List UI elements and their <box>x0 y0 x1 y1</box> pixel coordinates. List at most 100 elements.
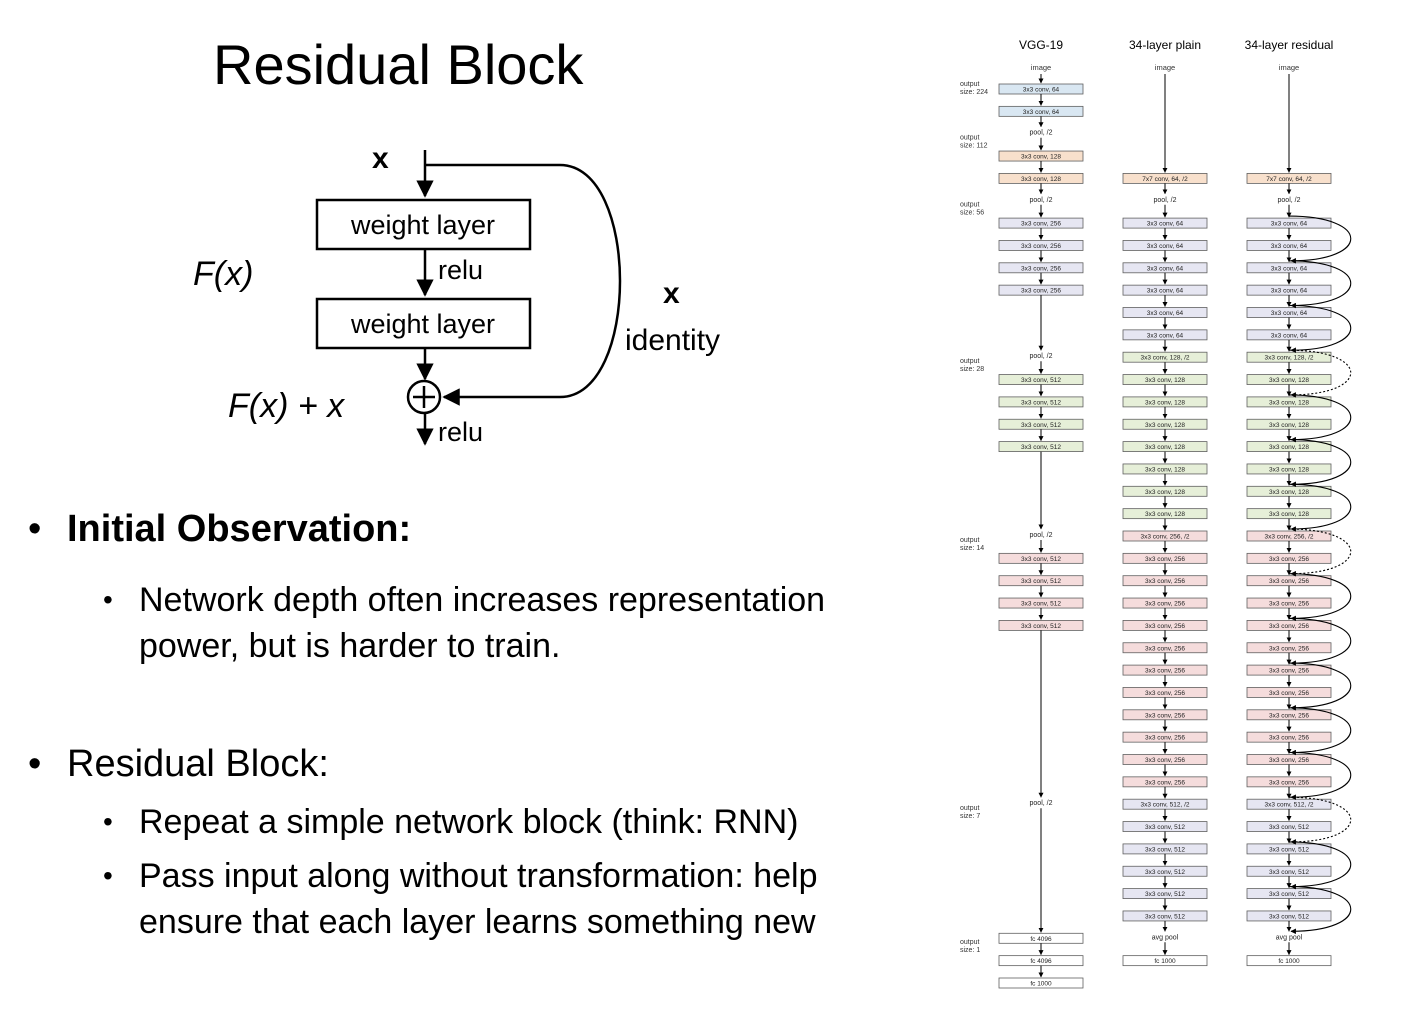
residual-skip-connection <box>1288 796 1352 845</box>
residual-skip-connection <box>1288 215 1352 264</box>
vgg-layer-label: 3x3 conv, 256 <box>1021 288 1061 295</box>
plain-layer-label: 3x3 conv, 128 <box>1145 444 1185 451</box>
bullet-text: Residual Block: <box>67 743 329 785</box>
output-size-label: size: 112 <box>960 143 988 150</box>
vgg-layer-label: 3x3 conv, 128 <box>1021 154 1061 161</box>
residual-layer-label: 3x3 conv, 64 <box>1271 310 1308 317</box>
output-size-label: output <box>960 537 980 544</box>
image-label: image <box>1155 63 1175 72</box>
plain-layer-label: 7x7 conv, 64, /2 <box>1142 176 1188 183</box>
residual-layer-label: 3x3 conv, 256 <box>1269 601 1309 608</box>
residual-layer-label: 3x3 conv, 128 <box>1269 444 1309 451</box>
plain-layer-label: 3x3 conv, 128 <box>1145 377 1185 384</box>
sub-bullet-dot: • <box>103 806 113 837</box>
residual-pool-label: avg pool <box>1276 934 1303 941</box>
residual-pool-label: pool, /2 <box>1278 197 1301 204</box>
residual-layer-label: 3x3 conv, 128 <box>1269 489 1309 496</box>
residual-layer-label: fc 1000 <box>1278 958 1300 965</box>
vgg-layer-label: 3x3 conv, 128 <box>1021 176 1061 183</box>
weight-layer-1-label: weight layer <box>350 210 495 240</box>
column-header: VGG-19 <box>1019 38 1063 52</box>
plain-layer-label: 3x3 conv, 256 <box>1145 712 1185 719</box>
plain-layer-label: 3x3 conv, 512 <box>1145 869 1185 876</box>
vgg-pool-label: pool, /2 <box>1030 532 1053 539</box>
identity-skip-path <box>425 163 622 406</box>
plain-layer-label: 3x3 conv, 64 <box>1147 265 1184 272</box>
vgg-layer-box <box>998 977 1084 989</box>
output-size-label: output <box>960 939 980 946</box>
bullet-dot: • <box>28 508 42 550</box>
residual-skip-connection <box>1288 304 1352 353</box>
vgg-pool-label: pool, /2 <box>1030 800 1053 807</box>
vgg-layer-label: 3x3 conv, 512 <box>1021 623 1061 630</box>
residual-layer-label: 3x3 conv, 256, /2 <box>1264 534 1313 541</box>
residual-layer-label: 3x3 conv, 256 <box>1269 712 1309 719</box>
column-header: 34-layer residual <box>1245 38 1334 52</box>
slide-title: Residual Block <box>213 33 584 96</box>
plain-layer-label: 3x3 conv, 256 <box>1145 556 1185 563</box>
plain-layer-box <box>1122 955 1208 967</box>
residual-layer-label: 3x3 conv, 128 <box>1269 377 1309 384</box>
residual-layer-label: 3x3 conv, 128 <box>1269 511 1309 518</box>
output-size-label: size: 1 <box>960 947 980 954</box>
residual-layer-label: 3x3 conv, 64 <box>1271 288 1308 295</box>
plain-layer-label: 3x3 conv, 512, /2 <box>1140 802 1189 809</box>
residual-layer-label: 3x3 conv, 256 <box>1269 556 1309 563</box>
residual-skip-connection <box>1288 662 1352 711</box>
output-size-label: output <box>960 358 980 365</box>
relu-mid-label: relu <box>438 255 483 285</box>
vgg-layer-label: 3x3 conv, 512 <box>1021 377 1061 384</box>
image-label: image <box>1031 63 1051 72</box>
plain-layer-label: 3x3 conv, 64 <box>1147 288 1184 295</box>
vgg-layer-label: 3x3 conv, 64 <box>1023 109 1060 116</box>
plain-layer-label: 3x3 conv, 256 <box>1145 779 1185 786</box>
vgg-layer-label: 3x3 conv, 256 <box>1021 265 1061 272</box>
vgg-pool-label: pool, /2 <box>1030 130 1053 137</box>
residual-layer-label: 3x3 conv, 256 <box>1269 757 1309 764</box>
image-label: image <box>1279 63 1299 72</box>
plain-pool-label: pool, /2 <box>1154 197 1177 204</box>
output-size-label: output <box>960 805 980 812</box>
vgg-layer-label: 3x3 conv, 512 <box>1021 556 1061 563</box>
vgg-pool-label: pool, /2 <box>1030 197 1053 204</box>
vgg-pool-label: pool, /2 <box>1030 353 1053 360</box>
relu-out-label: relu <box>438 417 483 447</box>
plain-layer-label: 3x3 conv, 128, /2 <box>1140 355 1189 362</box>
vgg-layer-label: 3x3 conv, 512 <box>1021 399 1061 406</box>
residual-layer-label: 3x3 conv, 256 <box>1269 578 1309 585</box>
vgg-layer-label: 3x3 conv, 64 <box>1023 87 1060 94</box>
residual-layer-label: 3x3 conv, 64 <box>1271 265 1308 272</box>
residual-layer-label: 3x3 conv, 512 <box>1269 846 1309 853</box>
residual-skip-connection <box>1288 483 1352 532</box>
residual-skip-connection <box>1288 349 1352 398</box>
column-header: 34-layer plain <box>1129 38 1201 52</box>
output-size-label: output <box>960 135 980 142</box>
residual-layer-label: 3x3 conv, 512 <box>1269 891 1309 898</box>
residual-layer-label: 3x3 conv, 256 <box>1269 779 1309 786</box>
residual-layer-label: 3x3 conv, 512 <box>1269 869 1309 876</box>
plain-layer-label: 3x3 conv, 64 <box>1147 221 1184 228</box>
plain-layer-label: 3x3 conv, 128 <box>1145 399 1185 406</box>
vgg-layer-label: fc 4096 <box>1030 936 1052 943</box>
residual-layer-label: 3x3 conv, 256 <box>1269 735 1309 742</box>
plain-layer-label: 3x3 conv, 256 <box>1145 623 1185 630</box>
residual-layer-label: 3x3 conv, 128 <box>1269 422 1309 429</box>
residual-skip-connection <box>1288 439 1352 488</box>
residual-skip-connection <box>1288 886 1352 935</box>
plain-layer-label: 3x3 conv, 512 <box>1145 824 1185 831</box>
residual-skip-connection <box>1288 394 1352 443</box>
plain-layer-label: 3x3 conv, 64 <box>1147 243 1184 250</box>
output-size-label: size: 28 <box>960 366 984 373</box>
output-size-label: output <box>960 81 980 88</box>
residual-layer-label: 3x3 conv, 64 <box>1271 243 1308 250</box>
sub-bullet-text: Network depth often increases representa… <box>139 581 826 665</box>
plain-layer-label: 3x3 conv, 512 <box>1145 891 1185 898</box>
residual-layer-label: 3x3 conv, 64 <box>1271 221 1308 228</box>
plain-layer-label: fc 1000 <box>1154 958 1176 965</box>
vgg-layer-label: 3x3 conv, 256 <box>1021 243 1061 250</box>
plain-layer-label: 3x3 conv, 512 <box>1145 913 1185 920</box>
vgg-layer-label: 3x3 conv, 512 <box>1021 601 1061 608</box>
input-x-label: x <box>372 142 389 175</box>
plain-layer-label: 3x3 conv, 64 <box>1147 332 1184 339</box>
skip-x-label: x <box>663 277 680 310</box>
